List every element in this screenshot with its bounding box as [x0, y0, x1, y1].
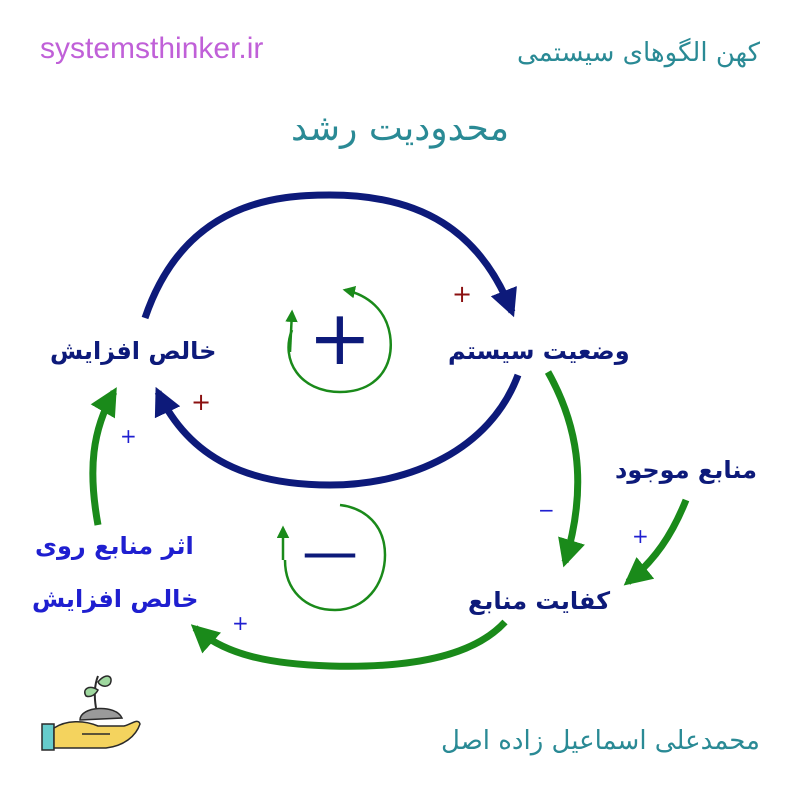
sign-bottom-arrow: +: [191, 388, 212, 416]
reinforcing-loop-circle: [287, 286, 393, 394]
sign-state-to-adequacy: −: [538, 498, 555, 522]
node-resource-adequacy: کفایت منابع: [468, 587, 611, 615]
archetype-subtitle: کهن الگوهای سیستمی: [517, 38, 760, 68]
diagram-title: محدودیت رشد: [290, 108, 510, 149]
arrow-growth-to-state: [141, 191, 517, 320]
node-system-state: وضعیت سیستم: [448, 337, 630, 365]
arrow-state-to-adequacy: [544, 370, 585, 568]
sign-top-arrow: +: [452, 280, 473, 308]
node-resource-effect-line1: اثر منابع روی: [35, 532, 194, 560]
arrow-state-to-growth: [154, 373, 522, 489]
arrow-resources-to-adequacy: [623, 498, 690, 586]
arrow-adequacy-to-effect: [190, 619, 508, 670]
arrow-effect-to-growth: [89, 387, 118, 526]
node-available-resources: منابع موجود: [615, 456, 757, 484]
balancing-loop-symbol: —: [302, 520, 358, 585]
balancing-loop-circle: [283, 503, 387, 612]
sign-resources-to-adequacy: +: [632, 524, 649, 548]
sign-adequacy-to-effect: +: [232, 611, 249, 635]
author-name: محمدعلی اسماعیل زاده اصل: [441, 726, 760, 756]
reinforcing-loop-symbol: +: [308, 293, 372, 382]
hand-holding-seedling-icon: [41, 675, 141, 751]
site-url[interactable]: systemsthinker.ir: [40, 32, 264, 65]
node-resource-effect-line2: خالص افزایش: [32, 585, 199, 613]
sign-effect-to-growth: +: [120, 424, 137, 448]
node-net-growth: خالص افزایش: [50, 337, 217, 365]
